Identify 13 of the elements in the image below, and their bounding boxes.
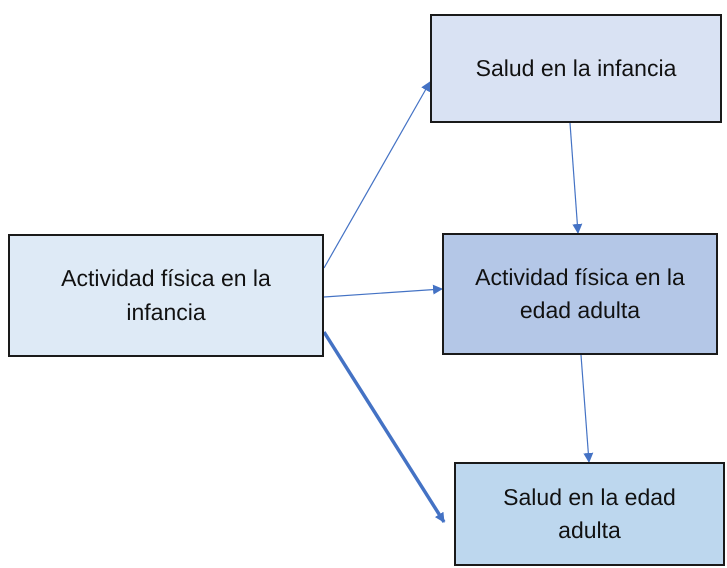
box-label: Salud en la edad adulta bbox=[502, 482, 677, 545]
arrow bbox=[324, 284, 443, 298]
arrow bbox=[580, 354, 594, 463]
process-box bbox=[8, 234, 324, 357]
box-label: Actividad física en la infancia bbox=[60, 264, 272, 326]
process-box bbox=[430, 14, 722, 123]
box-label: Salud en la infancia bbox=[476, 54, 676, 83]
box-label: Actividad física en la edad adulta bbox=[474, 262, 686, 325]
arrow bbox=[323, 81, 431, 268]
arrow bbox=[569, 122, 582, 234]
arrow bbox=[322, 331, 446, 523]
process-box bbox=[442, 233, 718, 355]
process-box bbox=[454, 462, 725, 566]
